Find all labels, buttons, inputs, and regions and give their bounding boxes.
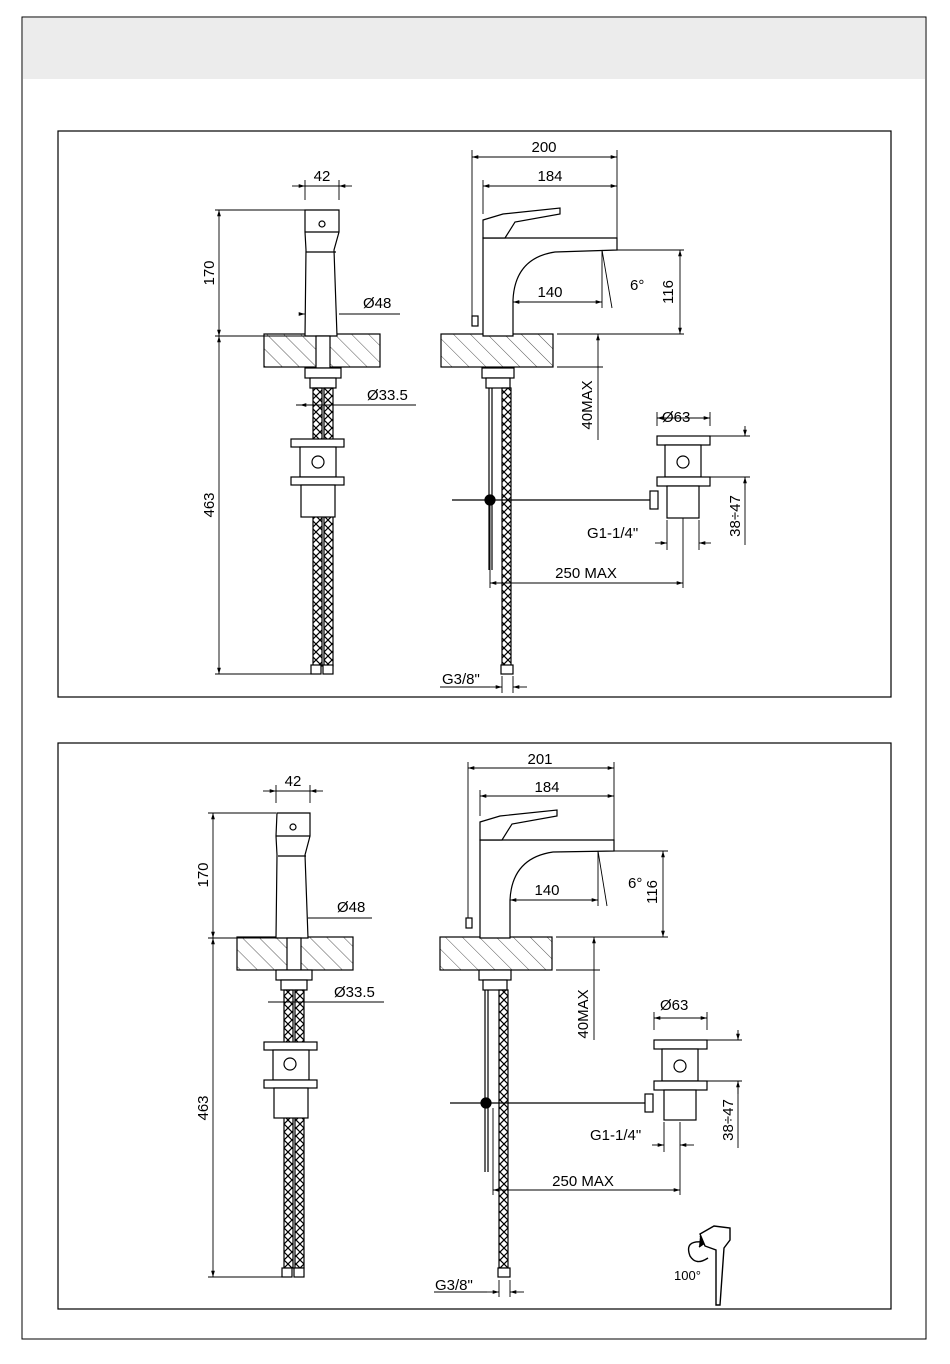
dim-side-height-bottom: 463 bbox=[201, 492, 218, 517]
dim-spout-length: 184 bbox=[534, 779, 559, 796]
nut bbox=[305, 368, 341, 378]
dim-side-width: 42 bbox=[314, 168, 331, 185]
hose-left bbox=[313, 388, 322, 666]
panel-frame bbox=[58, 131, 891, 697]
waste-body bbox=[662, 1049, 698, 1081]
front-hose-fitting bbox=[498, 1268, 510, 1277]
hose-fitting-r bbox=[323, 665, 333, 674]
pull-rod-knob bbox=[466, 918, 472, 928]
side-view bbox=[264, 210, 380, 674]
drain-tail bbox=[274, 1088, 308, 1118]
dim-side-height-bottom: 463 bbox=[195, 1095, 212, 1120]
front-nut-2 bbox=[483, 980, 507, 990]
dim-side-width: 42 bbox=[285, 773, 302, 790]
hose-left bbox=[284, 990, 293, 1268]
dim-deck-max: 40MAX bbox=[579, 380, 596, 429]
dim-height: 116 bbox=[660, 280, 677, 304]
shank bbox=[287, 938, 301, 970]
faucet-body-side bbox=[305, 210, 339, 336]
front-hose-fitting bbox=[501, 665, 513, 674]
front-nut bbox=[482, 368, 514, 378]
hose-right bbox=[295, 990, 304, 1268]
waste-flange bbox=[654, 1081, 707, 1090]
faucet-body-side bbox=[276, 813, 310, 938]
panel-2: 42 170 463 Ø48 Ø33.5 bbox=[58, 743, 891, 1309]
drain-body bbox=[300, 447, 336, 477]
waste-cap bbox=[654, 1040, 707, 1049]
dim-spout-length: 184 bbox=[537, 168, 562, 185]
shank bbox=[316, 336, 330, 368]
front-view bbox=[440, 810, 707, 1277]
dim-body-diameter: Ø48 bbox=[363, 295, 391, 312]
dim-side-height-top: 170 bbox=[201, 260, 218, 285]
dim-rod-max: 250 MAX bbox=[552, 1173, 614, 1190]
dim-reach: 140 bbox=[537, 284, 562, 301]
front-nut-2 bbox=[486, 378, 510, 388]
dim-side-height-top: 170 bbox=[195, 862, 212, 887]
panel-frame bbox=[58, 743, 891, 1309]
hose-fitting-l bbox=[282, 1268, 292, 1277]
dim-height: 116 bbox=[644, 880, 661, 904]
dim-drain-range: 38÷47 bbox=[720, 1099, 737, 1141]
drain-flange bbox=[291, 477, 344, 485]
rotation-symbol bbox=[689, 1226, 730, 1305]
dim-body-diameter: Ø48 bbox=[337, 899, 365, 916]
waste-body bbox=[665, 445, 701, 477]
nut-2 bbox=[310, 378, 336, 388]
panel-1: 42 170 463 Ø48 Ø33.5 bbox=[58, 131, 891, 697]
lever-symbol bbox=[700, 1226, 730, 1305]
dim-drain-thread: G1-1/4" bbox=[587, 525, 638, 542]
nut-2 bbox=[281, 980, 307, 990]
dim-shank-diameter: Ø33.5 bbox=[334, 984, 375, 1001]
rod-pivot bbox=[481, 1098, 491, 1108]
lever-handle bbox=[480, 810, 557, 840]
pull-rod-knob bbox=[472, 316, 478, 326]
dim-drain-diameter: Ø63 bbox=[662, 409, 690, 426]
dim-drain-range: 38÷47 bbox=[727, 495, 744, 537]
waste-flange bbox=[657, 477, 710, 486]
nut bbox=[276, 970, 312, 980]
drain-cap bbox=[264, 1042, 317, 1050]
rod-clip bbox=[645, 1094, 653, 1112]
front-hose bbox=[502, 388, 511, 666]
rod-pivot bbox=[485, 495, 495, 505]
dim-angle: 6° bbox=[630, 277, 644, 294]
rotation-label: 100° bbox=[674, 1268, 701, 1283]
dim-rod-max: 250 MAX bbox=[555, 565, 617, 582]
dim-drain-thread: G1-1/4" bbox=[590, 1127, 641, 1144]
deck-section-right bbox=[441, 334, 553, 367]
waste-cap bbox=[657, 436, 710, 445]
rod-clip bbox=[650, 491, 658, 509]
hose-fitting-r bbox=[294, 1268, 304, 1277]
dim-hose-thread: G3/8" bbox=[442, 671, 480, 688]
dim-hose-thread: G3/8" bbox=[435, 1277, 473, 1294]
dim-reach: 140 bbox=[534, 882, 559, 899]
front-hose bbox=[499, 990, 508, 1268]
front-nut bbox=[479, 970, 511, 980]
lever-handle bbox=[483, 208, 560, 238]
header-band bbox=[23, 18, 925, 79]
dim-overall-length: 200 bbox=[531, 139, 556, 156]
waste-tail bbox=[664, 1090, 696, 1120]
drain-body bbox=[273, 1050, 309, 1080]
dim-shank-diameter: Ø33.5 bbox=[367, 387, 408, 404]
dim-overall-length: 201 bbox=[527, 751, 552, 768]
drain-tail bbox=[301, 485, 335, 517]
hose-right bbox=[324, 388, 333, 666]
hose-fitting-l bbox=[311, 665, 321, 674]
dim-deck-max: 40MAX bbox=[575, 989, 592, 1038]
front-view bbox=[441, 208, 710, 674]
waste-tail bbox=[667, 486, 699, 518]
side-view bbox=[237, 813, 353, 1277]
drain-flange bbox=[264, 1080, 317, 1088]
drain-cap bbox=[291, 439, 344, 447]
deck-section-right bbox=[440, 937, 552, 970]
dim-angle: 6° bbox=[628, 875, 642, 892]
dim-drain-diameter: Ø63 bbox=[660, 997, 688, 1014]
